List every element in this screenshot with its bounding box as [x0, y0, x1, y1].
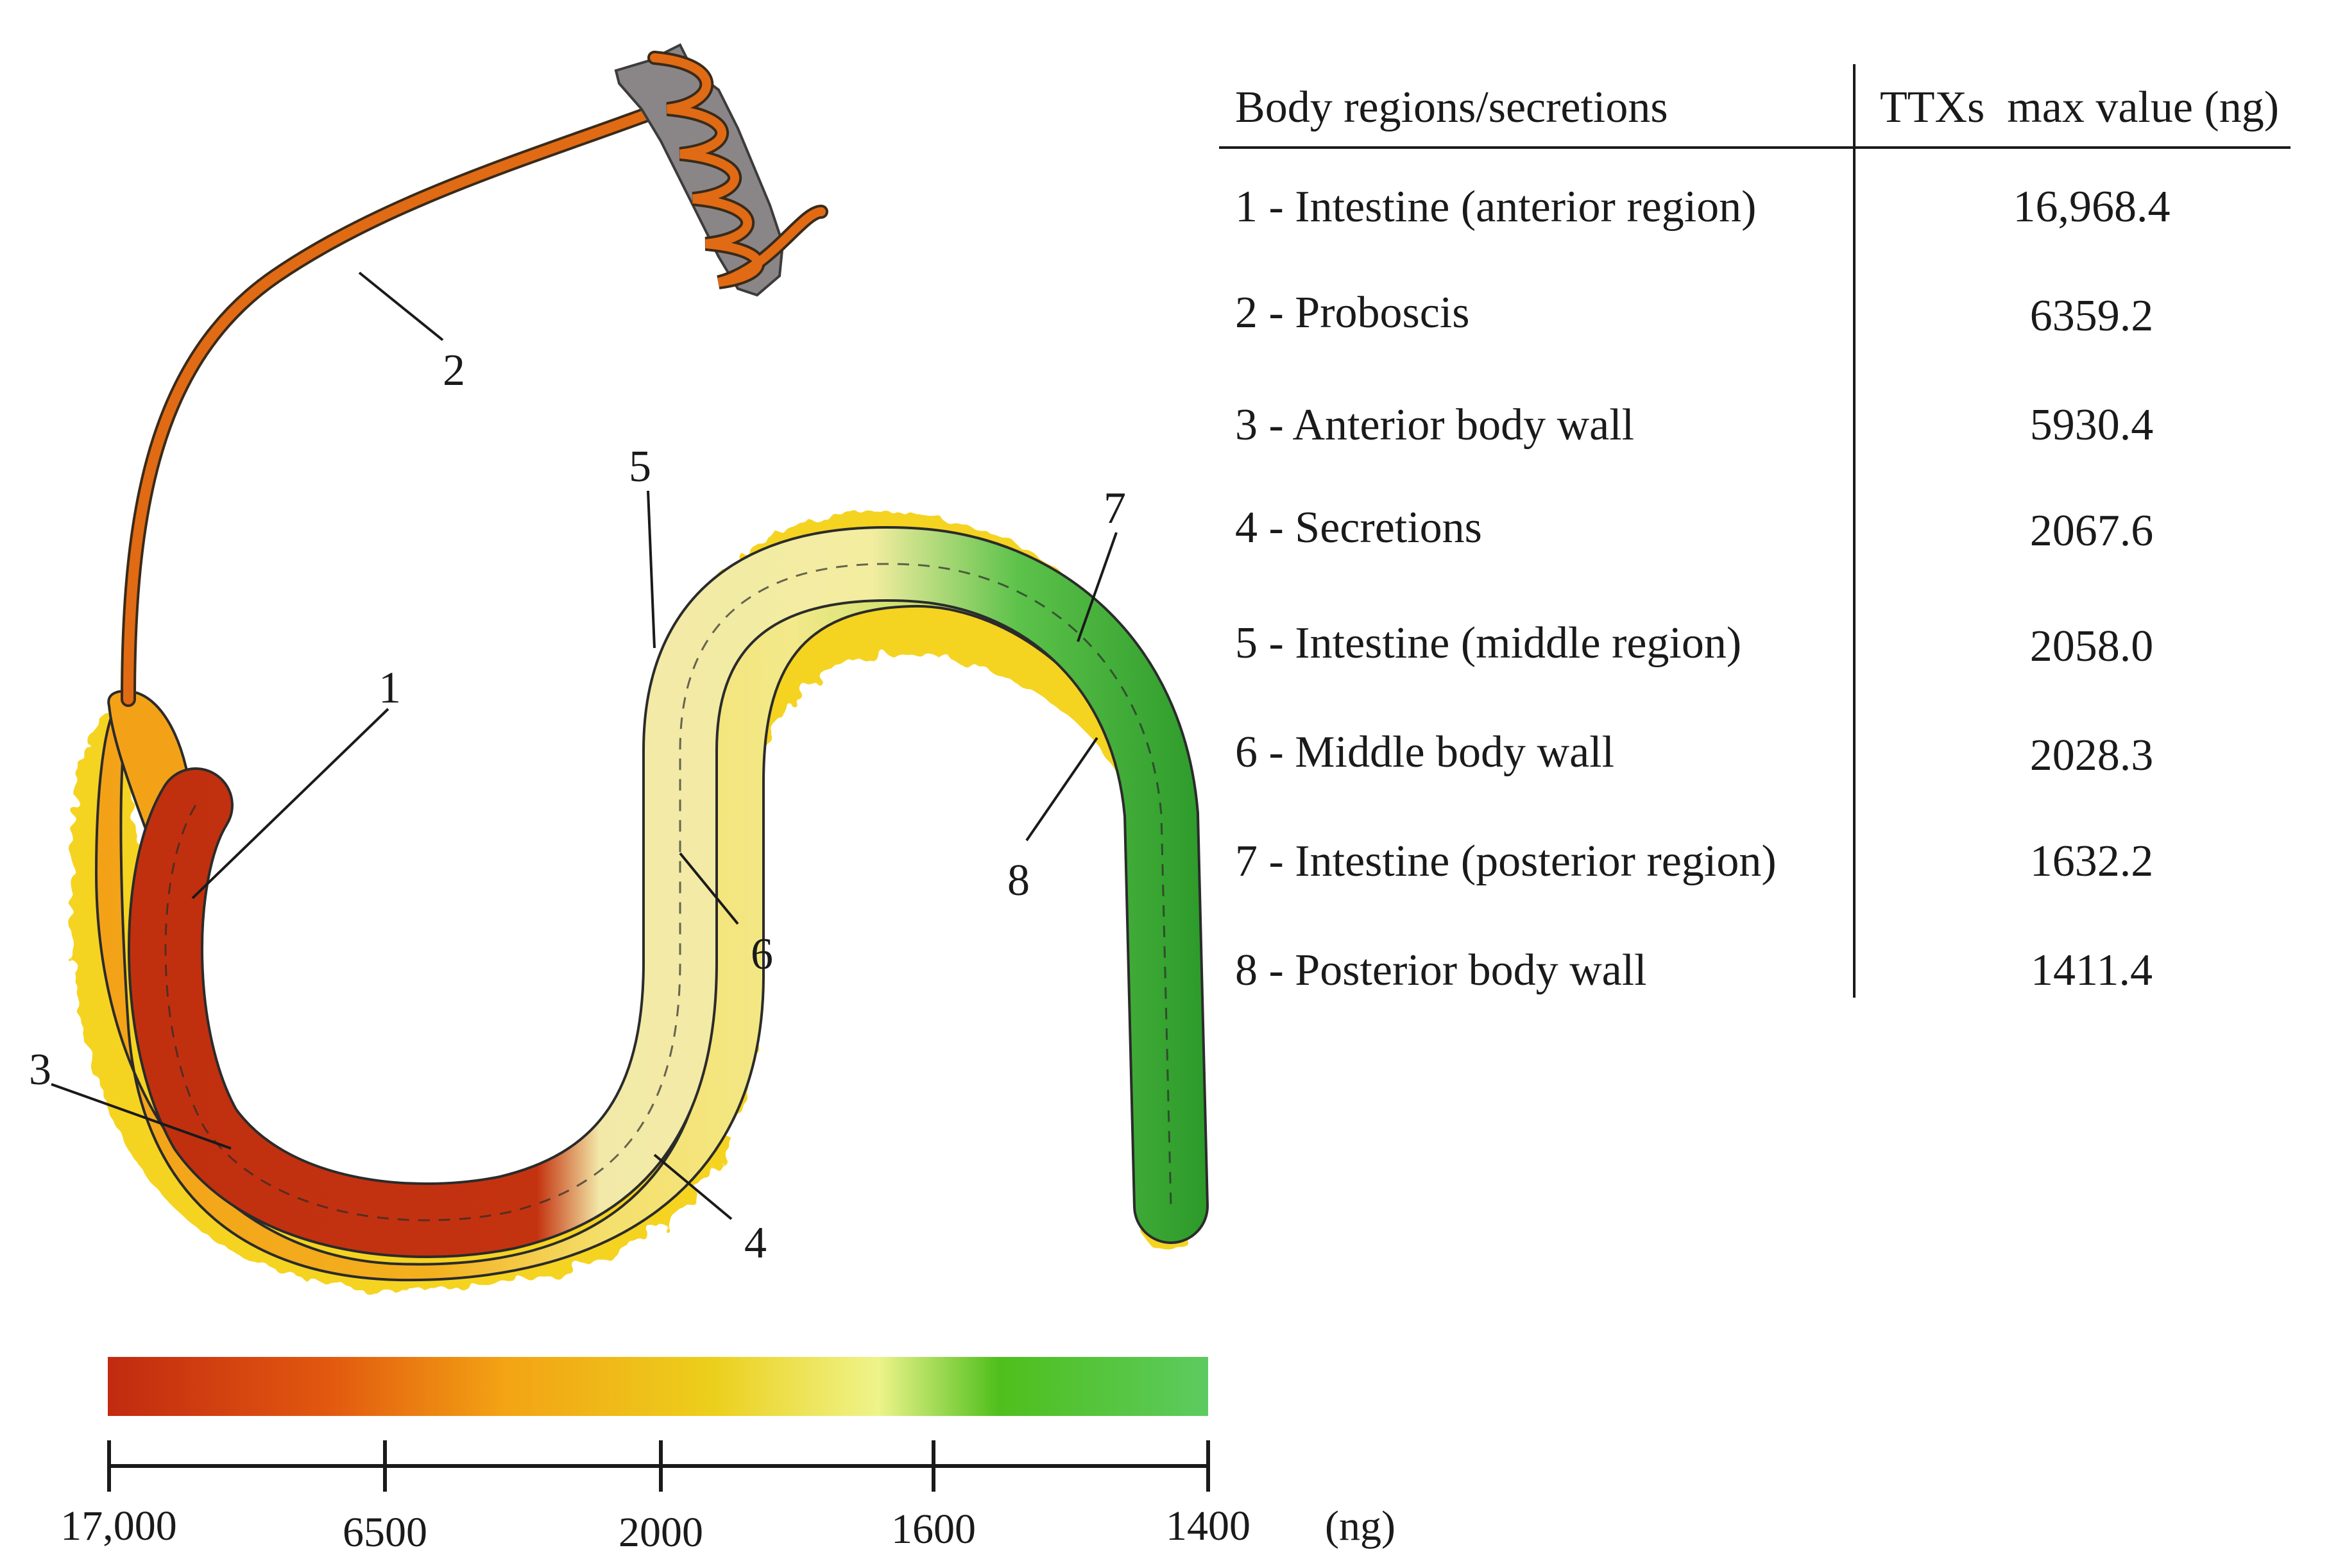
callout-8: 8	[1007, 856, 1030, 905]
row-6-value: 2028.3	[2030, 731, 2154, 780]
prey-worm	[614, 43, 828, 297]
scale-tick-label: 1400	[1166, 1503, 1250, 1549]
row-6-region: 6 - Middle body wall	[1235, 728, 1614, 777]
row-1-region: 1 - Intestine (anterior region)	[1235, 182, 1756, 232]
row-4-value: 2067.6	[2030, 506, 2154, 556]
row-7-value: 1632.2	[2030, 837, 2154, 886]
scale-tick-label: 1600	[891, 1506, 976, 1553]
callout-1: 1	[379, 663, 401, 713]
header-value: TTXs max value (ng)	[1880, 83, 2279, 132]
row-8-value: 1411.4	[2031, 946, 2153, 995]
callouts: 1 2 3 4 5 6 7 8	[29, 346, 1126, 1268]
callout-5: 5	[629, 442, 651, 491]
scale-tick-label: 2000	[619, 1509, 703, 1556]
header-region: Body regions/secretions	[1235, 83, 1668, 132]
callout-4: 4	[744, 1218, 767, 1268]
row-8-region: 8 - Posterior body wall	[1235, 946, 1647, 995]
row-1-value: 16,968.4	[2013, 182, 2171, 232]
scale-tick-label: 6500	[343, 1509, 427, 1556]
proboscis-fill	[123, 94, 692, 704]
intestine-band	[128, 526, 1209, 1259]
color-scale: 17,000 6500 2000 1600 1400 (ng)	[60, 1357, 1395, 1556]
ttx-table: Body regions/secretions TTXs max value (…	[1219, 64, 2291, 998]
scale-tick-label: 17,000	[60, 1503, 177, 1549]
row-2-region: 2 - Proboscis	[1235, 288, 1470, 337]
row-5-value: 2058.0	[2030, 622, 2154, 671]
callout-3: 3	[29, 1045, 51, 1095]
leader-lines	[51, 271, 1118, 1220]
row-7-region: 7 - Intestine (posterior region)	[1235, 837, 1777, 886]
color-scale-bar	[108, 1357, 1208, 1416]
callout-7: 7	[1104, 484, 1126, 533]
callout-6: 6	[751, 930, 773, 979]
row-4-region: 4 - Secretions	[1235, 503, 1482, 552]
scale-unit: (ng)	[1325, 1503, 1395, 1549]
row-3-region: 3 - Anterior body wall	[1235, 400, 1634, 450]
row-5-region: 5 - Intestine (middle region)	[1235, 618, 1741, 668]
row-3-value: 5930.4	[2030, 400, 2154, 450]
callout-2: 2	[443, 346, 465, 395]
row-2-value: 6359.2	[2030, 291, 2154, 341]
proboscis	[121, 92, 694, 707]
